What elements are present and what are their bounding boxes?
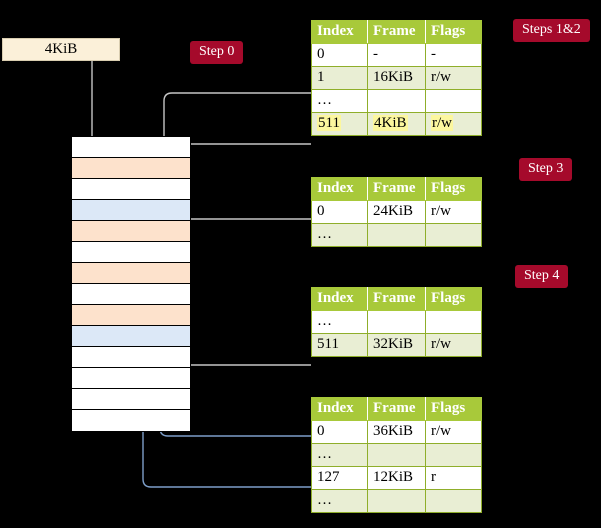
memory-frame-row (72, 284, 190, 305)
highlighted-value: 511 (317, 115, 341, 131)
table-row: … (311, 310, 482, 334)
arrow-step4-to-frame8 (172, 304, 311, 366)
column-header-index: Index (311, 177, 368, 201)
memory-frame-row (72, 263, 190, 284)
cell-frame (367, 223, 426, 247)
column-header-frame: Frame (367, 287, 426, 311)
column-header-frame: Frame (367, 177, 426, 201)
cell-flags (425, 89, 482, 113)
table-row: … (311, 89, 482, 113)
cell-frame (367, 310, 426, 334)
memory-frame-row (72, 305, 190, 326)
table-row: 0-- (311, 43, 482, 67)
column-header-index: Index (311, 397, 368, 421)
cell-flags (425, 310, 482, 334)
column-header-flags: Flags (425, 287, 482, 311)
cell-frame: - (367, 43, 426, 67)
memory-frame-row (72, 221, 190, 242)
column-header-index: Index (311, 287, 368, 311)
cell-frame (367, 89, 426, 113)
cell-flags: - (425, 43, 482, 67)
memory-frame-row (72, 368, 190, 389)
physical-memory-column (71, 136, 191, 432)
highlighted-value: r/w (431, 115, 453, 131)
arrow-table4-row127-to-frame3 (136, 200, 311, 488)
cell-index: 1 (311, 66, 368, 90)
cell-flags: r (425, 466, 482, 490)
cell-frame (367, 489, 426, 513)
table-row: … (311, 443, 482, 467)
cell-index: … (311, 310, 368, 334)
cell-flags: r/w (425, 200, 482, 224)
column-header-frame: Frame (367, 397, 426, 421)
arrow-step3-to-frame6 (178, 218, 311, 266)
column-header-frame: Frame (367, 20, 426, 44)
cell-flags (425, 489, 482, 513)
table-row: 511 4KiB r/w (311, 112, 482, 136)
cell-flags: r/w (425, 112, 482, 136)
memory-frame-row (72, 347, 190, 368)
cell-index: … (311, 223, 368, 247)
arrow-step12-511-to-frame1 (178, 143, 311, 162)
badge-step-4: Step 4 (515, 265, 569, 289)
cell-index: 511 (311, 333, 368, 357)
cell-index: … (311, 89, 368, 113)
memory-frame-row (72, 389, 190, 410)
memory-frame-row (72, 410, 190, 431)
cell-frame: 4KiB (367, 112, 426, 136)
cell-flags: r/w (425, 66, 482, 90)
badge-step-3: Step 3 (519, 158, 573, 182)
highlighted-value: 4KiB (373, 115, 408, 131)
cell-flags (425, 223, 482, 247)
cell-index: 0 (311, 200, 368, 224)
cell-index: … (311, 443, 368, 467)
cell-flags: r/w (425, 420, 482, 444)
arrow-step12-to-frame4 (163, 92, 311, 266)
memory-frame-row (72, 200, 190, 221)
memory-frame-row (72, 158, 190, 179)
cell-index: 511 (311, 112, 368, 136)
cell-frame: 16KiB (367, 66, 426, 90)
source-frame-label: 4KiB (44, 41, 78, 57)
column-header-flags: Flags (425, 397, 482, 421)
badge-steps-1-2: Steps 1&2 (513, 19, 590, 43)
cell-flags (425, 443, 482, 467)
cell-flags: r/w (425, 333, 482, 357)
cell-index: 127 (311, 466, 368, 490)
cell-index: … (311, 489, 368, 513)
cell-frame: 36KiB (367, 420, 426, 444)
memory-frame-row (72, 242, 190, 263)
cell-frame: 32KiB (367, 333, 426, 357)
column-header-index: Index (311, 20, 368, 44)
table-row: … (311, 489, 482, 513)
table-row: … (311, 223, 482, 247)
cell-frame: 12KiB (367, 466, 426, 490)
cell-frame: 24KiB (367, 200, 426, 224)
memory-frame-row (72, 179, 190, 200)
source-frame-box: 4KiB (2, 38, 120, 61)
memory-frame-row (72, 326, 190, 347)
column-header-flags: Flags (425, 177, 482, 201)
column-header-flags: Flags (425, 20, 482, 44)
cell-index: 0 (311, 420, 368, 444)
cell-index: 0 (311, 43, 368, 67)
cell-frame (367, 443, 426, 467)
memory-frame-row (72, 137, 190, 158)
badge-step-0: Step 0 (190, 41, 244, 65)
